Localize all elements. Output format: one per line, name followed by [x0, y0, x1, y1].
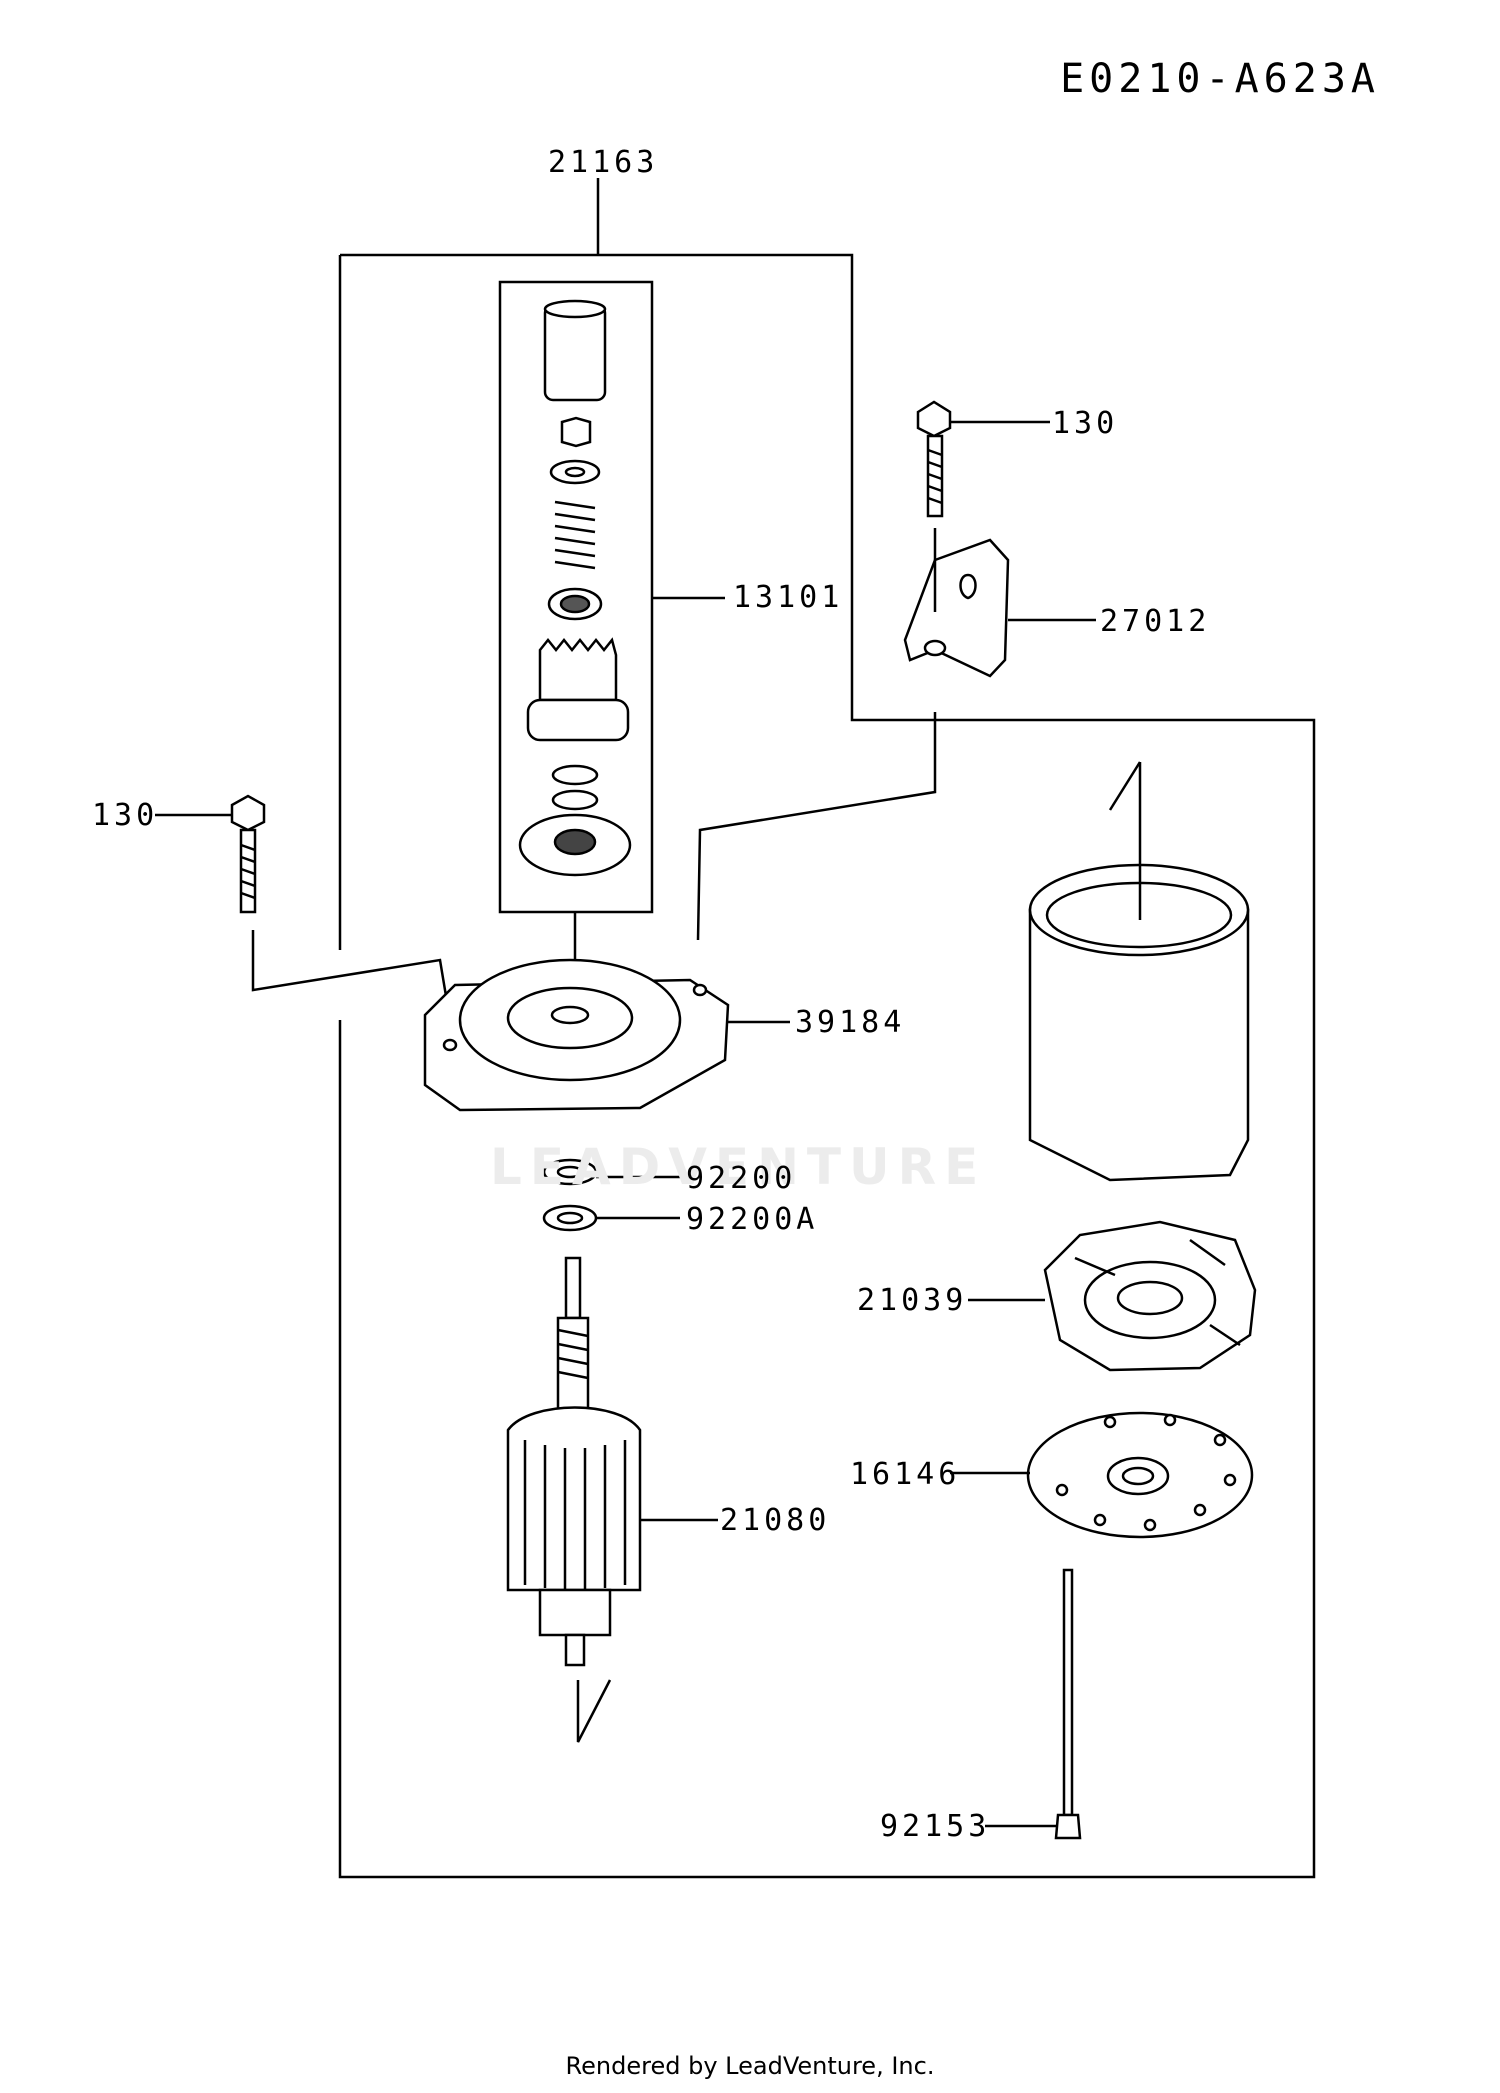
- through-bolt: [985, 1568, 1082, 1840]
- watermark: LEADVENTURE: [490, 1138, 987, 1196]
- callout-13101: 13101: [733, 580, 844, 615]
- pinion-parts: [518, 299, 632, 877]
- footer-credit: Rendered by LeadVenture, Inc.: [565, 2052, 935, 2080]
- callout-21080: 21080: [720, 1503, 831, 1538]
- rear-cover: [950, 1411, 1254, 1539]
- callout-92153: 92153: [880, 1809, 991, 1844]
- callout-39184: 39184: [795, 1005, 906, 1040]
- callout-21163: 21163: [548, 145, 659, 180]
- yoke: [1028, 761, 1250, 1182]
- washers: [542, 1158, 680, 1232]
- pinion-set-outline: [498, 280, 654, 914]
- assembly-outline: [338, 253, 1316, 1879]
- callout-130-top: 130: [1052, 406, 1119, 441]
- bolt-left: [230, 794, 266, 914]
- callout-92200a: 92200A: [686, 1202, 819, 1237]
- front-cover: [423, 958, 730, 1112]
- callout-21039: 21039: [857, 1283, 968, 1318]
- armature: [506, 1256, 718, 1743]
- callout-130-left: 130: [92, 798, 159, 833]
- bolt-top: [916, 400, 1050, 518]
- callout-16146: 16146: [850, 1457, 961, 1492]
- brush-holder: [968, 1220, 1257, 1372]
- callout-92200: 92200: [686, 1161, 797, 1196]
- bracket: [903, 528, 1096, 678]
- callout-27012: 27012: [1100, 604, 1211, 639]
- document-id: E0210-A623A: [1060, 56, 1380, 102]
